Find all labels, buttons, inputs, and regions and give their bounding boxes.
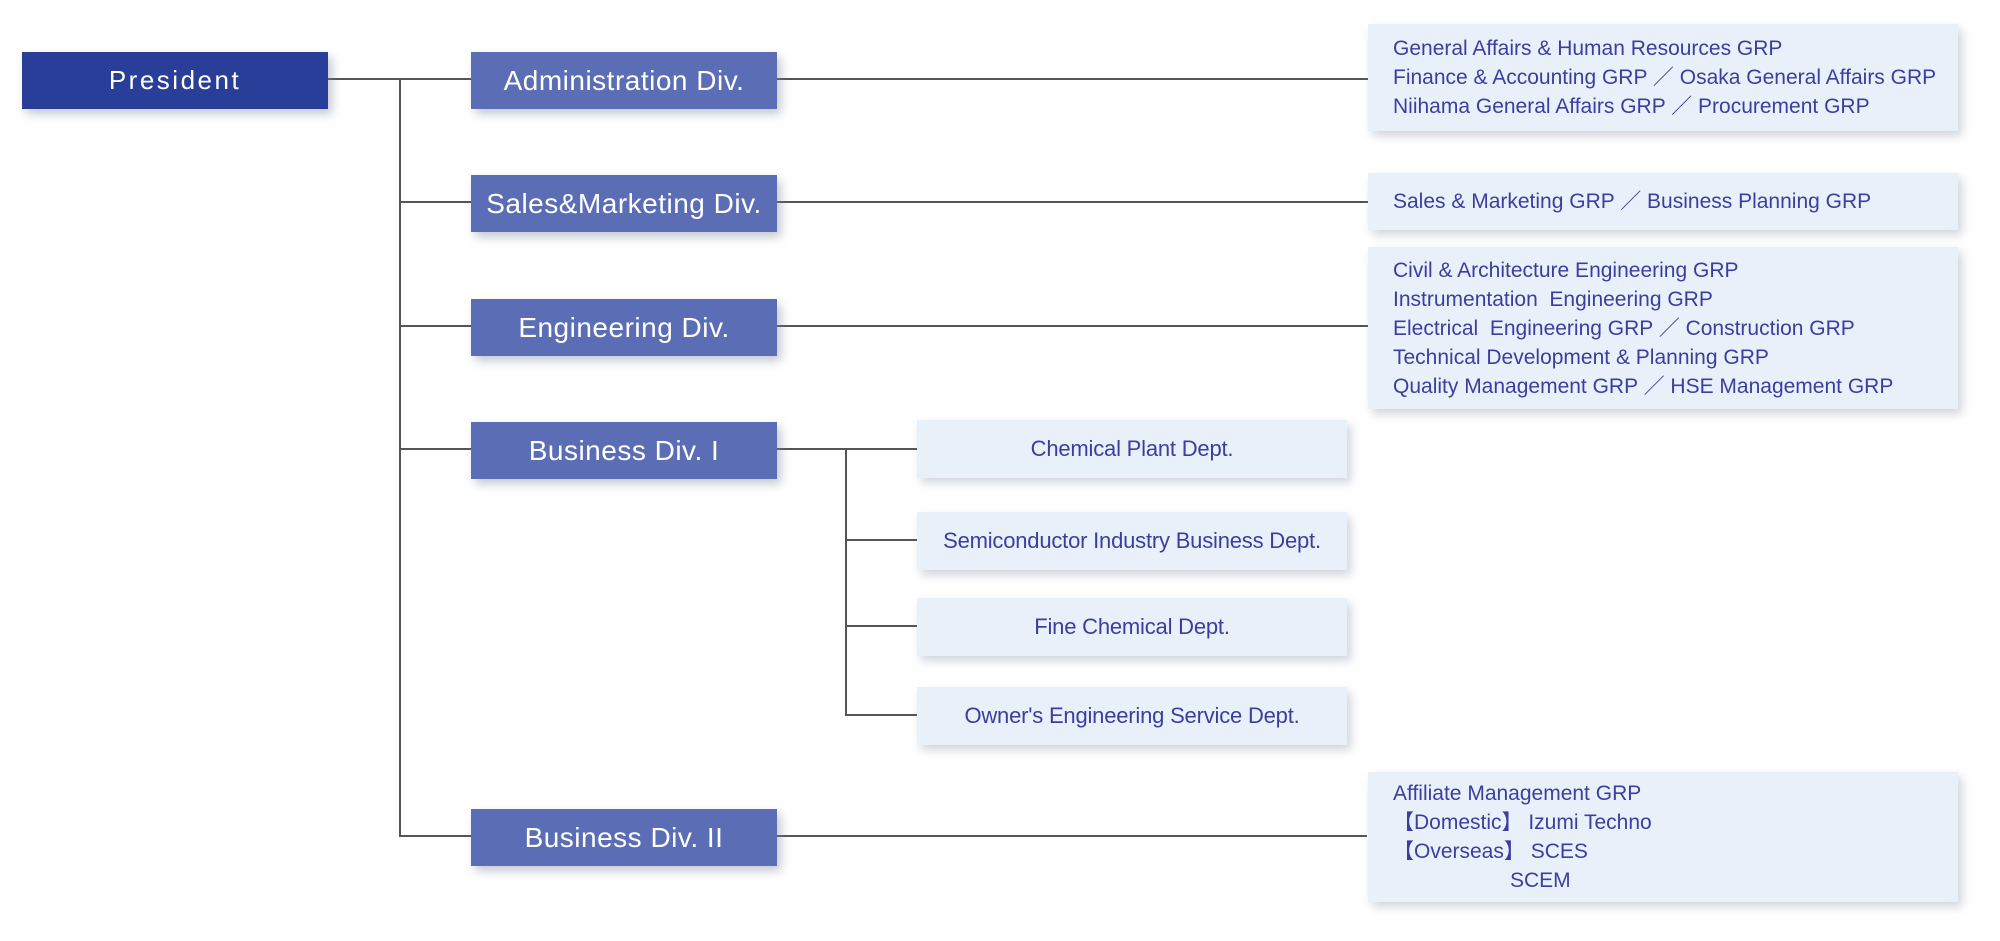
division-box-engineering: Engineering Div. xyxy=(471,299,777,356)
group-line: General Affairs & Human Resources GRP xyxy=(1393,37,1783,60)
dept-label-owners-engineering-service: Owner's Engineering Service Dept. xyxy=(964,703,1300,728)
connector-branch-engineering xyxy=(399,325,472,327)
connector-sales-to-panel xyxy=(776,201,1368,203)
connector-business1-to-depts xyxy=(776,448,918,450)
connector-branch-semiconductor-dept xyxy=(845,539,918,541)
division-label-sales-marketing: Sales&Marketing Div. xyxy=(486,187,762,219)
group-line: Quality Management GRP ／ HSE Management … xyxy=(1393,374,1894,398)
group-line: Sales & Marketing GRP ／ Business Plannin… xyxy=(1393,190,1872,213)
group-line: 【Overseas】 SCES xyxy=(1393,840,1588,863)
dept-box-owners-engineering-service: Owner's Engineering Service Dept. xyxy=(917,687,1347,745)
connector-branch-owners-dept xyxy=(845,714,918,716)
division-box-business-1: Business Div. I xyxy=(471,422,777,479)
division-box-administration: Administration Div. xyxy=(471,52,777,109)
group-line: SCEM xyxy=(1510,869,1571,892)
panel-sales-marketing-groups: Sales & Marketing GRP ／ Business Plannin… xyxy=(1368,173,1958,230)
dept-label-chemical-plant: Chemical Plant Dept. xyxy=(1030,436,1234,461)
connector-depts-trunk-vertical xyxy=(845,448,847,716)
group-line: Affiliate Management GRP xyxy=(1393,782,1642,805)
division-label-business-1: Business Div. I xyxy=(528,434,720,466)
panel-business-2-groups: Affiliate Management GRP 【Domestic】 Izum… xyxy=(1368,772,1958,902)
panel-administration-groups: General Affairs & Human Resources GRP Fi… xyxy=(1368,24,1958,131)
division-label-engineering: Engineering Div. xyxy=(518,311,730,343)
connector-administration-to-panel xyxy=(776,78,1368,80)
dept-label-fine-chemical: Fine Chemical Dept. xyxy=(1034,614,1230,639)
group-line: Technical Development & Planning GRP xyxy=(1393,345,1769,369)
president-label: President xyxy=(108,65,242,95)
group-line: 【Domestic】 Izumi Techno xyxy=(1393,811,1652,834)
connector-branch-business2 xyxy=(399,835,472,837)
group-line: Electrical Engineering GRP ／ Constructio… xyxy=(1393,316,1855,340)
group-line: Civil & Architecture Engineering GRP xyxy=(1393,258,1739,282)
dept-label-semiconductor-industry-business: Semiconductor Industry Business Dept. xyxy=(943,528,1321,553)
group-line: Finance & Accounting GRP ／ Osaka General… xyxy=(1393,66,1937,89)
division-box-sales-marketing: Sales&Marketing Div. xyxy=(471,175,777,232)
connector-business2-to-panel xyxy=(776,835,1367,837)
connector-trunk-vertical xyxy=(399,78,401,837)
connector-branch-fine-chemical-dept xyxy=(845,625,918,627)
division-label-business-2: Business Div. II xyxy=(524,821,724,853)
group-line: Instrumentation Engineering GRP xyxy=(1393,287,1713,311)
connector-branch-sales xyxy=(399,201,472,203)
president-box: President xyxy=(22,52,328,109)
connector-engineering-to-panel xyxy=(776,325,1368,327)
connector-branch-business1 xyxy=(399,448,472,450)
dept-box-chemical-plant: Chemical Plant Dept. xyxy=(917,420,1347,478)
dept-box-semiconductor-industry-business: Semiconductor Industry Business Dept. xyxy=(917,512,1347,570)
dept-box-fine-chemical: Fine Chemical Dept. xyxy=(917,598,1347,656)
division-label-administration: Administration Div. xyxy=(503,64,745,96)
panel-engineering-groups: Civil & Architecture Engineering GRP Ins… xyxy=(1368,247,1958,409)
group-line: Niihama General Affairs GRP ／ Procuremen… xyxy=(1393,95,1870,118)
division-box-business-2: Business Div. II xyxy=(471,809,777,866)
